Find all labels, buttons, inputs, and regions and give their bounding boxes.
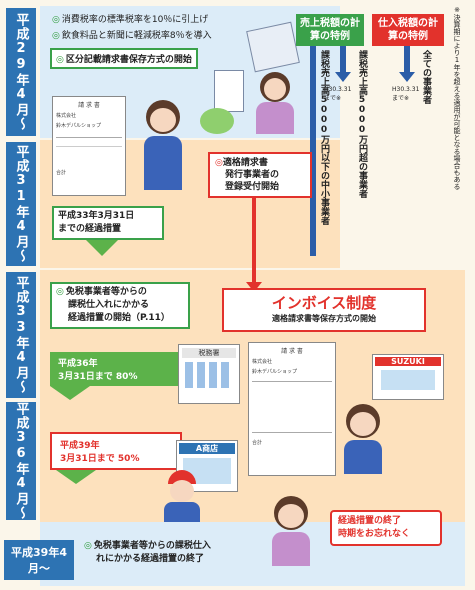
milk-carton-illustration [214,70,244,112]
era-label-h36: 平成36年4月〜 [6,402,36,520]
sales-arrow-2 [340,46,346,74]
transition-50-arrow: 平成39年 3月31日まで 50% [50,432,182,470]
era-label-h29: 平成29年4月〜 [6,8,36,136]
red-arrow-shaft [252,198,256,284]
purchase-special-header: 仕入税額の計算の特例 [372,14,444,46]
invoice-card-2: 請 求 書 株式会社 鈴木デパルショップ 合計 [248,342,336,476]
top-box: ◎区分記載請求書保存方式の開始 [50,48,198,69]
era-label-h39: 平成39年4月〜 [4,540,74,580]
sales-arrow-1 [310,46,316,256]
top-line-2: ◎飲食料品と新聞に軽減税率8％を導入 [52,31,212,41]
top-line-1: ◎消費税率の標準税率を10％に引上げ [52,15,209,25]
era-label-h31: 平成31年4月〜 [6,142,36,266]
invoice-card-1: 請 求 書 株式会社 鈴木デパルショップ 合計 [52,96,126,196]
purchase-arrow-head [399,72,415,82]
invoice-system-panel: インボイス制度 適格請求書等保存方式の開始 [222,288,426,332]
purchase-col: 全ての事業者 [421,50,431,104]
man-illustration [160,470,204,522]
reminder-bubble: 経過措置の終了 時期をお忘れなく [330,510,442,546]
woman-illustration-h31 [138,100,188,190]
transition-box: 平成33年3月31日 までの経過措置 [52,206,164,240]
transition-arrow-head [86,240,118,256]
footnote: ※決算期により1年を超える適用が可能となる場合もある [453,6,461,190]
tax-office-building: 税務署 [178,344,240,404]
exemption-start-box: ◎免税事業者等からの 課税仕入れにかかる 経過措置の開始（P.11） [50,282,190,329]
registration-box: ◎適格請求書 発行事業者の 登録受付開始 [208,152,312,198]
transition-50-arrow-head [56,470,96,484]
exemption-end-text: ◎免税事業者等からの課税仕入 れにかかる経過措置の終了 [84,541,211,564]
transition-80-arrow-head [50,386,90,400]
deadline-3: H30.3.31まで※ [392,86,420,102]
cabbage-illustration [200,108,234,134]
sales-arrow-2-head [335,72,351,82]
invoice-system-title: インボイス制度 [271,294,377,312]
transition-80-arrow: 平成36年 3月31日まで 80% [50,352,184,386]
sales-col-2: 課税売上高5000万円超の事業者 [357,50,367,198]
woman-illustration-h36 [340,404,386,474]
era-label-h33: 平成33年4月〜 [6,272,36,398]
woman-illustration-h29 [252,72,298,134]
suzuki-shop: SUZUKI [372,354,444,400]
sales-col-1: 課税売上高5000万円以下の中小事業者 [319,50,329,225]
sales-special-header: 売上税額の計算の特例 [296,14,364,46]
deadline-1: H30.3.31まで※ [324,86,352,102]
purchase-arrow [404,46,410,74]
red-arrow-head [246,282,262,292]
invoice-system-subtitle: 適格請求書等保存方式の開始 [272,314,376,323]
woman-illustration-h39 [268,496,314,566]
